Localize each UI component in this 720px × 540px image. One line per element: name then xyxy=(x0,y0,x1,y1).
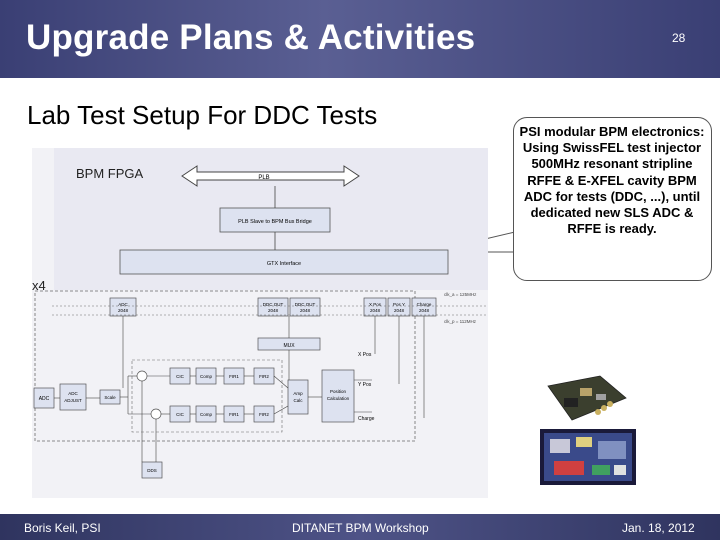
signal-charge: Charge xyxy=(358,416,375,422)
svg-text:Amp: Amp xyxy=(293,391,303,396)
svg-text:Scale: Scale xyxy=(104,395,116,400)
svg-text:ADC: ADC xyxy=(118,302,128,307)
svg-text:FIR1: FIR1 xyxy=(229,412,239,417)
slide-header xyxy=(0,0,720,78)
signal-ypos: Y Pos xyxy=(358,382,372,388)
svg-text:Pos Y: Pos Y xyxy=(393,302,405,307)
svg-text:DDC OUT: DDC OUT xyxy=(295,302,316,307)
svg-text:Calculation: Calculation xyxy=(327,396,350,401)
slide-subtitle: Lab Test Setup For DDC Tests xyxy=(27,100,378,130)
svg-text:Comp: Comp xyxy=(200,412,213,417)
svg-text:ADJUST: ADJUST xyxy=(64,398,82,403)
clock-label-2: clk_p = 112MHz xyxy=(444,319,477,324)
footer-date: Jan. 18, 2012 xyxy=(622,521,695,535)
plb-bus-arrow xyxy=(181,165,360,187)
svg-text:FIR2: FIR2 xyxy=(259,374,269,379)
ddc-out2-buffer xyxy=(289,297,321,317)
adc-adjust-block xyxy=(59,383,87,411)
dds-block xyxy=(141,461,163,479)
svg-text:DDC OUT: DDC OUT xyxy=(263,302,284,307)
slide-title: Upgrade Plans & Activities xyxy=(26,18,476,57)
xpos-buffer xyxy=(363,297,387,317)
charge-buffer xyxy=(411,297,437,317)
svg-text:ADC: ADC xyxy=(68,391,78,396)
svg-text:FIR1: FIR1 xyxy=(229,374,239,379)
svg-text:2048: 2048 xyxy=(370,308,381,313)
svg-text:2048: 2048 xyxy=(268,308,279,313)
svg-text:Comp: Comp xyxy=(200,374,213,379)
svg-text:MUX: MUX xyxy=(283,343,295,349)
position-calc-block xyxy=(321,369,355,423)
amp-calc-block xyxy=(287,379,309,415)
svg-text:2048: 2048 xyxy=(419,308,430,313)
adc-out-buffer xyxy=(109,297,137,317)
clock-label-1: clk_a = 125MHz xyxy=(444,292,477,297)
mixer-2 xyxy=(150,408,162,420)
gtx-label: GTX Interface xyxy=(267,261,301,267)
svg-text:ADC: ADC xyxy=(39,396,50,402)
callout-box xyxy=(513,117,712,281)
ypos-buffer xyxy=(387,297,411,317)
ddc-out1-buffer xyxy=(257,297,289,317)
mixer-1 xyxy=(136,370,148,382)
svg-text:X Pos: X Pos xyxy=(369,302,382,307)
bridge-label: PLB Slave to BPM Bus Bridge xyxy=(238,219,312,225)
svg-text:2048: 2048 xyxy=(394,308,405,313)
svg-text:CIC: CIC xyxy=(176,412,185,417)
svg-text:2048: 2048 xyxy=(118,308,129,313)
svg-text:2048: 2048 xyxy=(300,308,311,313)
svg-text:Calc: Calc xyxy=(293,398,303,403)
page-number: 28 xyxy=(672,31,686,45)
fpga-block-diagram: BPM FPGA PLB PLB Slave to BPM Bus Bridge… xyxy=(32,148,488,498)
svg-text:FIR2: FIR2 xyxy=(259,412,269,417)
svg-text:Position: Position xyxy=(330,389,347,394)
plb-label: PLB xyxy=(258,175,269,181)
svg-text:DDS: DDS xyxy=(147,468,157,473)
svg-text:Charge: Charge xyxy=(417,302,432,307)
footer-author: Boris Keil, PSI xyxy=(24,521,101,535)
slide-footer xyxy=(0,514,720,540)
gtx-block xyxy=(119,249,449,275)
footer-event: DITANET BPM Workshop xyxy=(292,521,429,535)
diagram-title: BPM FPGA xyxy=(76,166,144,181)
svg-text:CIC: CIC xyxy=(176,374,185,379)
adc-board-photo xyxy=(540,372,632,424)
rffe-board-photo xyxy=(540,429,636,485)
signal-xpos: X Pos xyxy=(358,352,372,358)
callout-text: PSI modular BPM electronics: Using Swiss… xyxy=(519,124,705,237)
multiplier-label: x4 xyxy=(32,278,46,293)
